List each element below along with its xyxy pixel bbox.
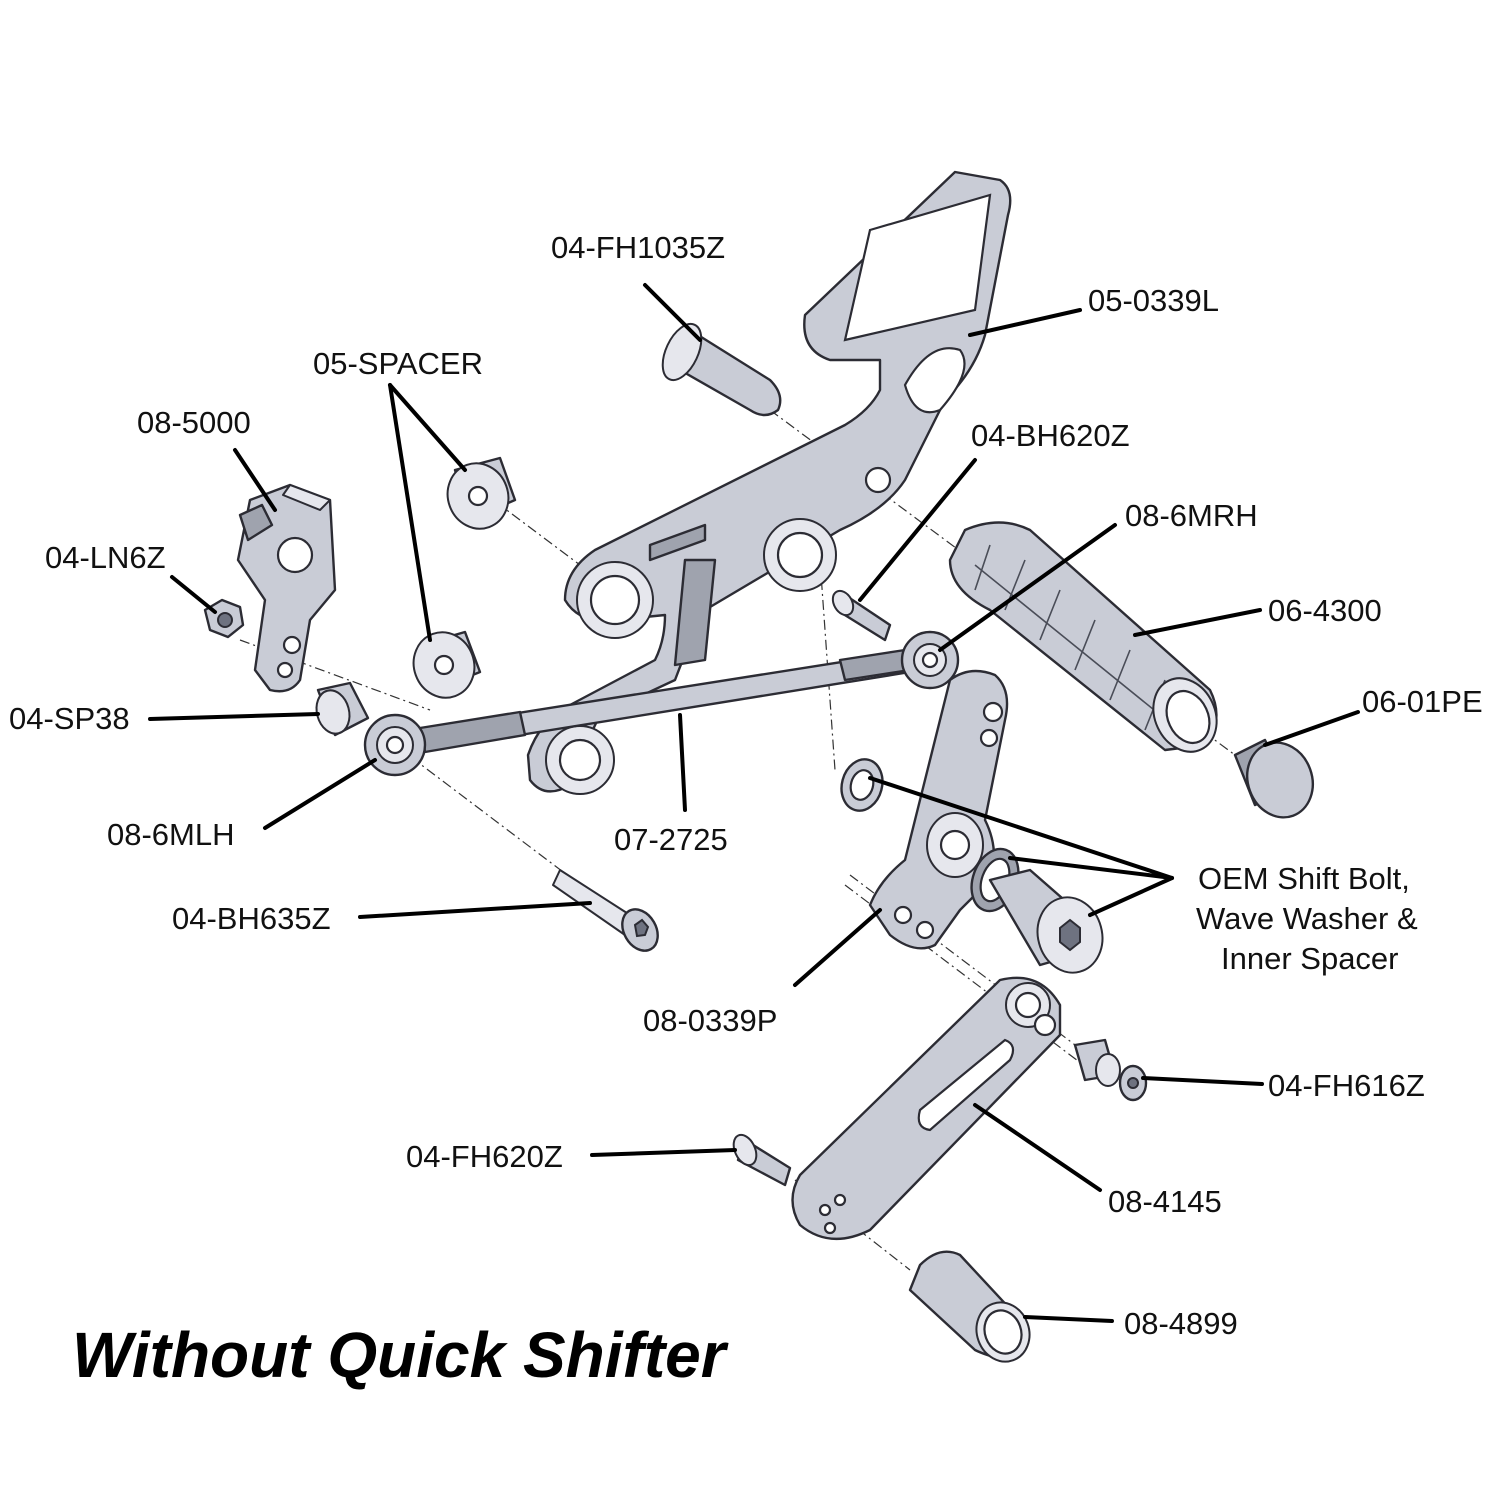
peg-sleeve-08-4899 xyxy=(908,1250,1031,1363)
label-oem-line3: Inner Spacer xyxy=(1221,941,1399,976)
spacer-upper-05-SPACER xyxy=(446,456,517,530)
shift-lever-08-4145 xyxy=(791,976,1062,1241)
label-04-SP38: 04-SP38 xyxy=(9,701,130,736)
label-08-6MRH: 08-6MRH xyxy=(1125,498,1258,533)
label-04-FH620Z: 04-FH620Z xyxy=(406,1139,563,1174)
label-04-BH635Z: 04-BH635Z xyxy=(172,901,331,936)
bolt-04-BH635Z xyxy=(552,869,659,952)
label-04-LN6Z: 04-LN6Z xyxy=(45,540,166,575)
leader-lines xyxy=(148,283,1360,1323)
adapter-08-5000 xyxy=(236,483,337,693)
label-08-4899: 08-4899 xyxy=(1124,1306,1238,1341)
hanger-bracket-05-0339L xyxy=(526,170,1012,795)
label-04-FH1035Z: 04-FH1035Z xyxy=(551,230,725,265)
oem-shift-bolt xyxy=(988,868,1104,974)
label-06-4300: 06-4300 xyxy=(1268,593,1382,628)
label-08-6MLH: 08-6MLH xyxy=(107,817,235,852)
label-oem-line2: Wave Washer & xyxy=(1196,901,1418,936)
bolt-04-FH1035Z xyxy=(661,322,782,417)
footpeg-06-4300 xyxy=(948,521,1218,753)
oem-inner-spacer xyxy=(840,758,884,812)
bolt-04-FH616Z xyxy=(1073,1038,1148,1102)
label-04-BH620Z: 04-BH620Z xyxy=(971,418,1130,453)
label-08-0339P: 08-0339P xyxy=(643,1003,777,1038)
end-plug-06-01PE xyxy=(1233,738,1314,819)
spacer-04-SP38 xyxy=(315,681,370,737)
label-08-4145: 08-4145 xyxy=(1108,1184,1222,1219)
diagram-caption: Without Quick Shifter xyxy=(72,1319,729,1391)
label-05-SPACER: 05-SPACER xyxy=(313,346,483,381)
label-07-2725: 07-2725 xyxy=(614,822,728,857)
nut-04-LN6Z xyxy=(203,598,245,639)
spacer-lower-05-SPACER xyxy=(412,630,482,699)
label-04-FH616Z: 04-FH616Z xyxy=(1268,1068,1425,1103)
rod-end-08-6MLH xyxy=(363,713,427,777)
bolt-04-BH620Z xyxy=(831,589,892,642)
bolt-04-FH620Z xyxy=(732,1133,792,1187)
shift-rod-07-2725 xyxy=(408,648,912,754)
label-oem-line1: OEM Shift Bolt, xyxy=(1198,861,1410,896)
label-08-5000: 08-5000 xyxy=(137,405,251,440)
label-06-01PE: 06-01PE xyxy=(1362,684,1483,719)
label-05-0339L: 05-0339L xyxy=(1088,283,1219,318)
